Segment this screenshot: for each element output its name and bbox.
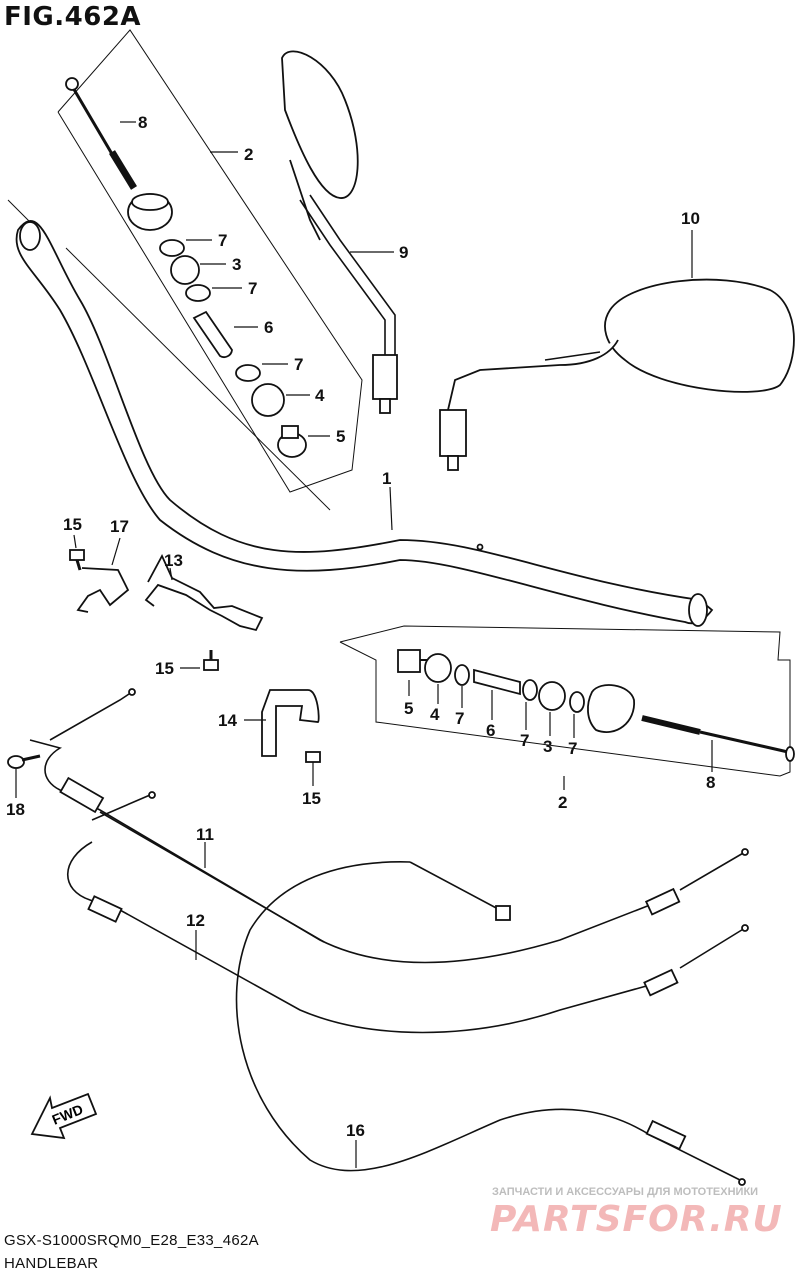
callout-8-left: 8 <box>138 113 147 132</box>
callout-9: 9 <box>399 243 408 262</box>
part-15-screw-b <box>180 650 219 671</box>
figure-title: FIG.462A <box>4 2 142 32</box>
part-11-throttle-cable <box>29 688 749 964</box>
part-7-left-washer-a <box>159 239 185 257</box>
part-7-right-washer-c <box>569 691 585 713</box>
callout-7-left-a: 7 <box>218 231 227 250</box>
section-name: HANDLEBAR <box>4 1255 99 1272</box>
part-4-right-damper <box>424 653 452 683</box>
left-bar-end-group <box>57 29 363 493</box>
callout-7-left-b: 7 <box>248 279 257 298</box>
part-6-left-collar <box>192 310 233 358</box>
callout-11: 11 <box>196 825 214 844</box>
callout-3-right: 3 <box>543 737 552 756</box>
part-6-right-collar <box>473 668 521 696</box>
callout-1: 1 <box>382 469 391 488</box>
part-8-right-bolt <box>641 715 795 762</box>
part-15-screw-a <box>69 534 85 571</box>
callout-4-right: 4 <box>430 705 440 724</box>
callout-17: 17 <box>110 517 129 536</box>
watermark-brand: PARTSFOR.RU <box>490 1199 783 1240</box>
watermark-tagline: ЗАПЧАСТИ И АКСЕССУАРЫ ДЛЯ МОТОТЕХНИКИ <box>492 1186 759 1198</box>
callout-5-left: 5 <box>336 427 345 446</box>
callout-4-left: 4 <box>315 386 325 405</box>
part-11-second-run <box>66 791 749 1034</box>
part-7-right-washer-a <box>454 664 470 686</box>
callout-labels: 1 2 2 3 3 4 4 5 5 6 6 7 7 7 7 7 7 8 8 9 … <box>6 113 715 1140</box>
callout-15-a: 15 <box>63 515 82 534</box>
callout-7-left-c: 7 <box>294 355 303 374</box>
callout-14: 14 <box>218 711 237 730</box>
part-17-bracket <box>76 537 130 613</box>
callout-16: 16 <box>346 1121 365 1140</box>
callout-8-right: 8 <box>706 773 715 792</box>
part-9-left-mirror <box>281 50 398 414</box>
callout-2-right: 2 <box>558 793 567 812</box>
part-15-screw-c <box>305 751 321 786</box>
part-1-handlebar <box>7 199 714 627</box>
part-7-left-washer-c <box>235 364 261 382</box>
handlebar-exploded-diagram: FWD 1 2 2 3 3 4 4 5 5 6 6 7 7 7 7 7 7 8 … <box>6 29 795 1186</box>
callout-15-c: 15 <box>302 789 321 808</box>
callout-15-b: 15 <box>155 659 174 678</box>
fwd-arrow: FWD <box>30 1092 98 1140</box>
part-14-bracket <box>244 689 320 757</box>
right-bar-end-group <box>339 625 795 790</box>
part-7-left-washer-b <box>185 284 211 302</box>
callout-18: 18 <box>6 800 25 819</box>
callout-7-right-a: 7 <box>455 709 464 728</box>
callout-10: 10 <box>681 209 700 228</box>
part-7-right-washer-b <box>522 679 538 701</box>
callout-5-right: 5 <box>404 699 413 718</box>
part-3-right-damper <box>538 681 566 711</box>
part-2-right-weight <box>587 684 635 733</box>
part-5-left-nut <box>277 425 307 458</box>
part-18-screw <box>7 754 41 798</box>
callout-3-left: 3 <box>232 255 241 274</box>
callout-6-right: 6 <box>486 721 495 740</box>
callout-13: 13 <box>164 551 183 570</box>
part-3-left-damper <box>170 255 200 285</box>
part-16-cable <box>235 861 746 1186</box>
callout-2-left: 2 <box>244 145 253 164</box>
callout-7-right-c: 7 <box>568 739 577 758</box>
callout-12: 12 <box>186 911 205 930</box>
callout-7-right-b: 7 <box>520 731 529 750</box>
part-4-left-damper <box>251 383 285 417</box>
model-code: GSX-S1000SRQM0_E28_E33_462A <box>4 1232 259 1249</box>
part-5-right-nut <box>397 649 428 673</box>
callout-6-left: 6 <box>264 318 273 337</box>
part-10-right-mirror <box>439 230 795 471</box>
part-8-left-bolt <box>65 77 137 190</box>
part-13-guide <box>144 553 264 632</box>
